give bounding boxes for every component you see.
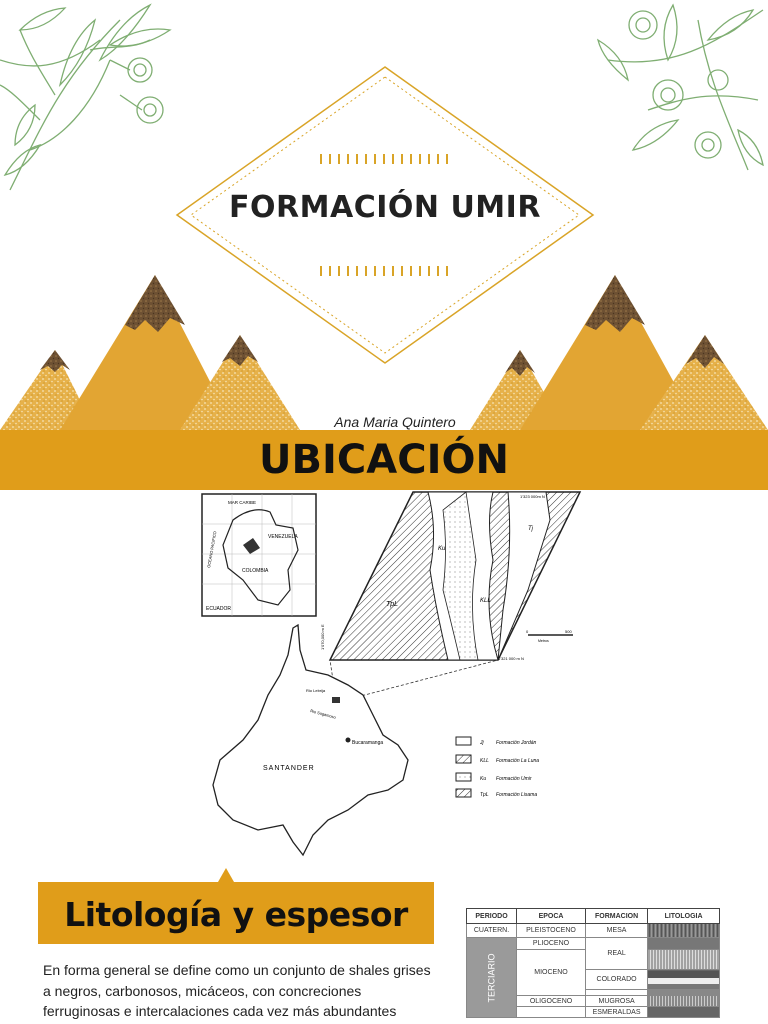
detail-label-tj: Tj	[528, 526, 534, 532]
legend-code-jj: Jj	[479, 740, 485, 746]
location-map: VENEZUELA MAR CARIBE COLOMBIA ECUADOR OC…	[201, 491, 582, 857]
table-header-epoca: EPOCA	[516, 908, 587, 924]
map-legend: Jj Formación Jordán KLL Formación La Lun…	[455, 736, 539, 798]
author-name: Ana Maria Quintero	[334, 414, 456, 430]
inset-label-mar-caribe: MAR CARIBE	[228, 500, 256, 505]
scale-min: 0	[526, 629, 529, 634]
lithology-cell-esmeraldas	[647, 1006, 720, 1018]
legend-label-kll: Formación La Luna	[496, 758, 539, 764]
title-diamond-frame	[175, 66, 595, 364]
mountains-illustration	[0, 275, 768, 430]
lithology-cell-mesa	[647, 923, 720, 938]
river-label-sogamoso: Rio Sogamoso	[310, 708, 337, 720]
table-header-periodo: PERIODO	[466, 908, 518, 924]
inset-label-pacifico: OCEANO PACIFICO	[206, 531, 217, 568]
lithology-description: En forma general se define como un conju…	[43, 962, 431, 1019]
santander-outline	[212, 623, 409, 857]
lithology-pointer	[218, 868, 234, 882]
table-header-litologia: LITOLOGIA	[647, 908, 720, 924]
stratigraphic-column-table: PERIODO EPOCA FORMACION LITOLOGIA CUATER…	[466, 908, 720, 1024]
lithology-cell-mugrosa	[647, 995, 720, 1007]
legend-label-ku: Formación Umir	[496, 776, 532, 782]
scale-max: 500	[565, 629, 572, 634]
section-title: UBICACIÓN	[259, 437, 509, 483]
epoch-plioceno: PLIOCENO	[516, 937, 587, 950]
lithology-cell-real	[647, 949, 720, 970]
river-label-lebrija: Rio Lebrija	[306, 688, 326, 693]
city-label-bucaramanga: Bucaramanga	[352, 740, 383, 746]
scale-unit: Metros	[538, 639, 549, 643]
formation-mesa: MESA	[585, 923, 649, 938]
coord-label-bottom: 1'321 000 m N	[498, 656, 524, 661]
lithology-cell-plioceno	[647, 937, 720, 950]
foliage-top-left-decoration	[0, 3, 172, 191]
epoch-pleistoceno: PLEISTOCENO	[516, 923, 587, 938]
inset-label-ecuador: ECUADOR	[206, 606, 231, 612]
formation-mugrosa: MUGROSA	[585, 995, 649, 1007]
coord-label-top: 1'323 000m N	[520, 494, 545, 499]
epoch-mioceno: MIOCENO	[516, 949, 587, 996]
inset-map-colombia: VENEZUELA MAR CARIBE COLOMBIA ECUADOR OC…	[201, 493, 317, 617]
table-header-formacion: FORMACION	[585, 908, 649, 924]
detail-label-ku: Ku	[438, 546, 446, 552]
foliage-top-right-decoration	[596, 3, 764, 171]
region-label-santander: SANTANDER	[263, 765, 315, 772]
legend-code-ku: Ku	[480, 776, 486, 782]
epoch-oligoceno: OLIGOCENO	[516, 995, 587, 1007]
title-tick-decoration-bottom	[320, 266, 448, 276]
lithology-cell-colorado	[647, 969, 720, 990]
detail-label-kll: KLL	[480, 598, 491, 604]
detail-label-tpl: TpL	[386, 601, 398, 608]
period-cuaternario: CUATERN.	[466, 923, 518, 938]
section-banner	[0, 430, 768, 490]
inset-label-venezuela: VENEZUELA	[268, 534, 298, 540]
formation-colorado: COLORADO	[585, 969, 649, 990]
formation-real: REAL	[585, 937, 649, 970]
legend-label-tpl: Formación Lisama	[496, 792, 537, 798]
lithology-banner	[38, 882, 434, 944]
coord-label-east: 1'070,000 m E	[320, 624, 325, 650]
legend-label-jj: Formación Jordán	[496, 740, 537, 746]
legend-code-tpl: TpL	[480, 792, 489, 798]
detail-geology-map: Ku TpL KLL Tj 1'323 000m N 1'321 000 m N…	[320, 491, 582, 661]
inset-label-colombia: COLOMBIA	[242, 568, 269, 574]
lithology-title: Litología y espesor	[64, 895, 408, 934]
period-terciario: TERCIARIO	[466, 937, 518, 1018]
cover-title: FORMACIÓN UMIR	[229, 190, 541, 225]
legend-code-kll: KLL	[480, 758, 489, 764]
title-tick-decoration-top	[320, 154, 448, 164]
formation-esmeraldas: ESMERALDAS	[585, 1006, 649, 1018]
